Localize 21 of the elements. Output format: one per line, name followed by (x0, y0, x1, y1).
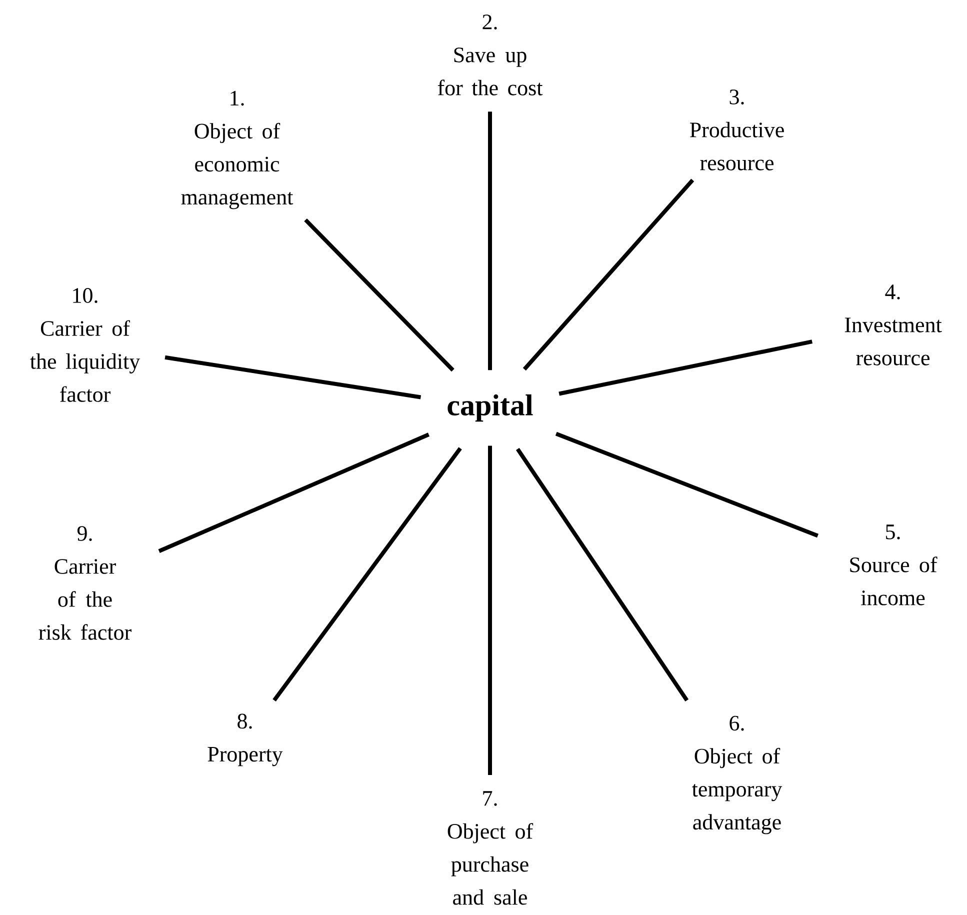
item-label: 8. Property (208, 714, 283, 766)
connector-line (555, 432, 818, 538)
connector-line (516, 448, 689, 702)
item-label: 2. Save up for the cost (438, 14, 543, 96)
item-label: 5. Source of income (850, 524, 938, 606)
item-label: 7. Object of purchase and sale (448, 791, 534, 905)
item-label: 1. Object of economic management (181, 90, 294, 210)
connector-line (558, 340, 812, 396)
item-label: 6. Object of temporary advantage (692, 716, 782, 834)
connector-line (158, 432, 430, 553)
item-label: 3. Productive resource (690, 90, 784, 170)
connector-line (488, 446, 492, 775)
connector-line (164, 355, 422, 400)
connector-line (272, 447, 462, 702)
center-label: capital (448, 394, 533, 422)
connector-line (488, 112, 492, 370)
item-label: 4. Investment resource (844, 284, 942, 366)
connector-line (522, 178, 694, 371)
item-label: 10. Carrier of the liquidity factor (30, 288, 140, 402)
item-label: 9. Carrier of the risk factor (38, 526, 132, 640)
connector-line (304, 218, 454, 372)
